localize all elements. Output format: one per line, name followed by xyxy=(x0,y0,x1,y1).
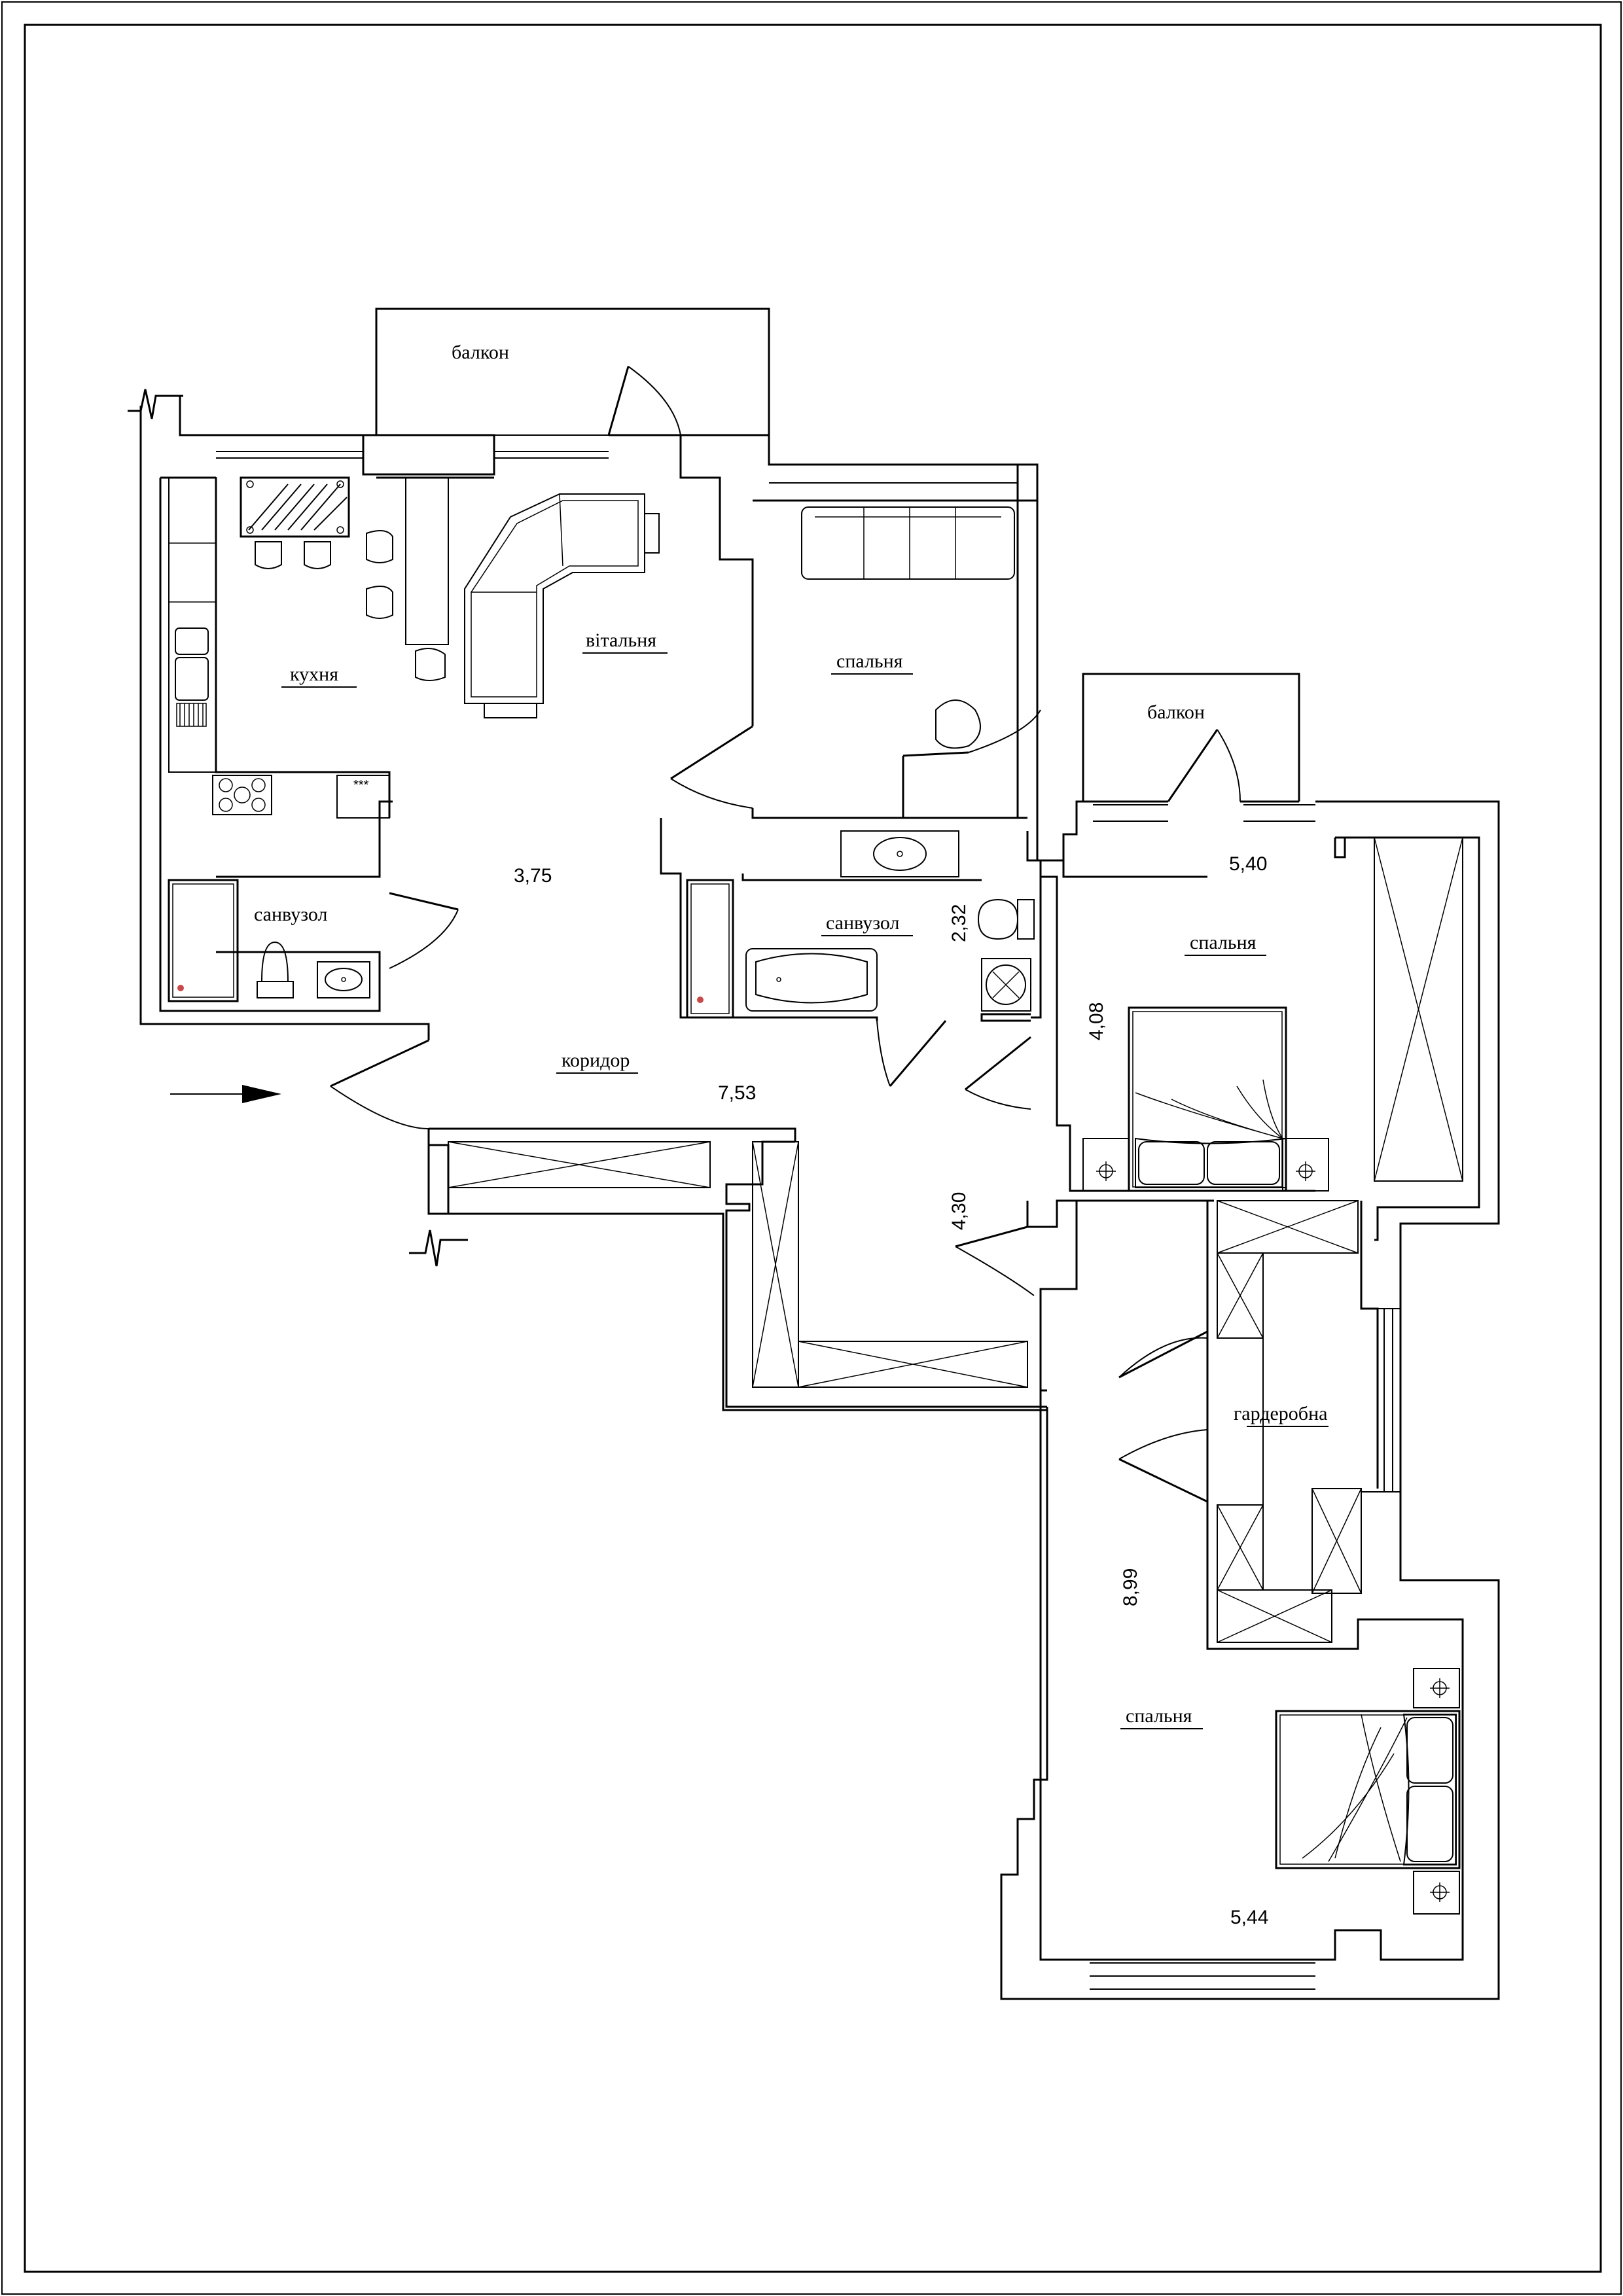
bed-icon xyxy=(1128,1006,1287,1192)
label-balcony-right: балкон xyxy=(1147,701,1205,723)
toilet-icon xyxy=(257,941,294,998)
center-bathroom xyxy=(686,830,1035,1019)
bathtub-icon xyxy=(745,948,878,1012)
arrow-right-icon xyxy=(170,1085,281,1103)
label-wardrobe: гардеробна xyxy=(1234,1403,1327,1424)
dining-table-icon xyxy=(240,476,350,538)
sofa-bed-icon xyxy=(801,506,1015,580)
svg-text:***: *** xyxy=(353,778,369,792)
label-balcony-top: балкон xyxy=(452,342,509,363)
room-labels: балкон кухня вітальня спальня санвузол с… xyxy=(254,342,1329,1729)
chair-icon xyxy=(255,530,446,681)
dimension-540: 5,40 xyxy=(1229,853,1267,875)
label-bathroom-left: санвузол xyxy=(254,904,327,925)
stove-icon xyxy=(212,775,272,815)
nightstand-icon xyxy=(1082,1138,1329,1192)
sofa-icon xyxy=(464,493,660,718)
label-corridor: коридор xyxy=(562,1050,630,1071)
toilet-icon xyxy=(977,898,1035,940)
built-in-cabinets xyxy=(448,837,1463,1643)
dimension-232: 2,32 xyxy=(948,904,970,942)
dimension-375: 3,75 xyxy=(514,865,552,887)
washing-machine-icon xyxy=(981,958,1031,1012)
break-line-icon xyxy=(128,389,468,1267)
dimension-labels: 3,75 7,53 2,32 4,08 4,30 5,40 8,99 5,44 xyxy=(514,853,1268,1928)
nightstand-icon xyxy=(1413,1668,1460,1915)
dimension-753: 7,53 xyxy=(718,1082,756,1104)
label-bedroom-right: спальня xyxy=(1190,932,1257,953)
dimension-430: 4,30 xyxy=(948,1192,970,1230)
inner-frame xyxy=(24,24,1602,2273)
armchair-icon xyxy=(935,699,981,749)
label-bathroom-center: санвузол xyxy=(826,912,899,934)
bed-icon xyxy=(1275,1710,1461,1869)
label-bedroom-top: спальня xyxy=(836,650,903,672)
dimension-408: 4,08 xyxy=(1086,1002,1107,1040)
dimension-899: 8,99 xyxy=(1120,1568,1141,1606)
label-living: вітальня xyxy=(586,629,656,651)
walls xyxy=(139,308,1500,2000)
label-bedroom-bottom: спальня xyxy=(1126,1705,1192,1727)
label-kitchen: кухня xyxy=(290,663,338,685)
dimension-544: 5,44 xyxy=(1230,1907,1268,1928)
radiator-icon xyxy=(176,703,207,727)
left-bathroom xyxy=(168,879,370,1002)
sink-icon xyxy=(317,961,370,998)
kitchen-furniture: *** xyxy=(168,476,449,819)
sink-icon xyxy=(840,830,959,877)
doors xyxy=(330,366,1241,1503)
